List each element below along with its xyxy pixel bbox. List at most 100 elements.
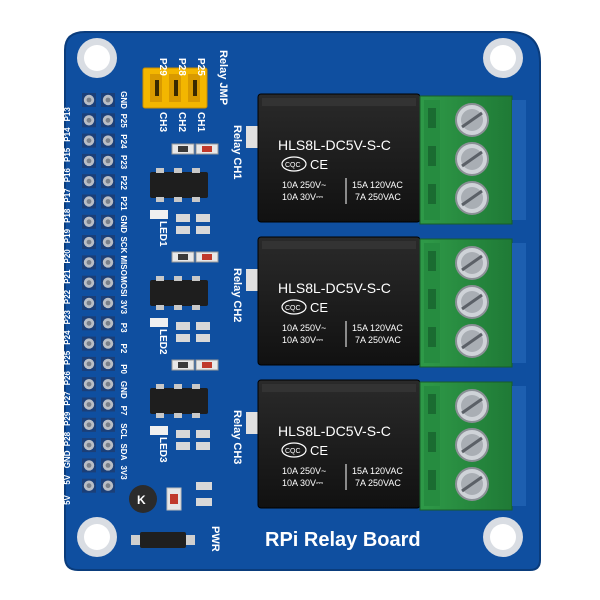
channel-label-ch1: Relay CH1 bbox=[231, 125, 243, 179]
gpio-label-inner: P0 bbox=[119, 364, 128, 374]
relay-ce-mark: CE bbox=[310, 443, 328, 458]
relay-spec: 10A 30V⎓ bbox=[282, 335, 323, 345]
gpio-header bbox=[82, 93, 115, 493]
relay-spec: 7A 250VAC bbox=[355, 335, 401, 345]
gpio-label-outer: 5V bbox=[63, 474, 72, 484]
relay-model: HLS8L-DC5V-S-C bbox=[278, 137, 391, 153]
relay-spec: 7A 250VAC bbox=[355, 192, 401, 202]
gpio-label-outer: P24 bbox=[63, 330, 72, 345]
svg-text:K: K bbox=[137, 493, 146, 507]
gpio-label-outer: P15 bbox=[63, 147, 72, 162]
relay-jmp-label: Relay JMP bbox=[217, 50, 229, 105]
gpio-label-inner: MISO bbox=[119, 255, 128, 275]
screw-terminal-block bbox=[419, 95, 526, 225]
relay-spec: 15A 120VAC bbox=[352, 466, 403, 476]
gpio-label-outer: P13 bbox=[63, 107, 72, 122]
channel-labels: Relay CH1 Relay CH2 Relay CH3 bbox=[231, 125, 243, 464]
relay-model: HLS8L-DC5V-S-C bbox=[278, 423, 391, 439]
gpio-label-inner: P22 bbox=[119, 176, 128, 191]
relay: HLS8L-DC5V-S-C CQC CE 10A 250V~ 10A 30V⎓ 15A … bbox=[246, 93, 421, 223]
relays: HLS8L-DC5V-S-C CQC CE 10A 250V~ 10A 30V⎓ 15A … bbox=[246, 93, 421, 509]
gpio-label-outer: P16 bbox=[63, 168, 72, 183]
gpio-label-inner: P2 bbox=[119, 344, 128, 354]
board-title: RPi Relay Board bbox=[265, 529, 421, 551]
gpio-label-outer: P22 bbox=[63, 289, 72, 304]
relay-spec: 10A 250V~ bbox=[282, 466, 326, 476]
gpio-labels: 5V5VGNDP28P29P27P26P25P24P23P22P21P20P19… bbox=[63, 91, 128, 505]
gpio-label-inner: SDA bbox=[119, 443, 128, 460]
driver-ic bbox=[150, 172, 208, 198]
gpio-label-outer: P25 bbox=[63, 350, 72, 365]
jumper-pin-label: P29 bbox=[157, 58, 168, 76]
relay-cert: CQC bbox=[285, 162, 301, 169]
gpio-label-outer: GND bbox=[63, 450, 72, 468]
pwr-label: PWR bbox=[209, 526, 221, 552]
gpio-label-inner: P7 bbox=[119, 406, 128, 416]
led-label: LED2 bbox=[157, 329, 168, 355]
jumper-channel-label: CH2 bbox=[176, 112, 187, 132]
relay: HLS8L-DC5V-S-C CQC CE 10A 250V~ 10A 30V⎓ 15A … bbox=[246, 236, 421, 366]
gpio-label-outer: P14 bbox=[63, 127, 72, 142]
power-led-area: K PWR bbox=[129, 482, 221, 552]
gpio-label-inner: MOSI bbox=[119, 276, 128, 296]
relay-spec: 7A 250VAC bbox=[355, 478, 401, 488]
gpio-label-outer: P26 bbox=[63, 371, 72, 386]
gpio-label-inner: SCL bbox=[119, 423, 128, 439]
gpio-label-outer: P17 bbox=[63, 188, 72, 203]
status-led bbox=[150, 318, 168, 327]
relay-cert: CQC bbox=[285, 305, 301, 312]
channel-label-ch2: Relay CH2 bbox=[231, 268, 243, 322]
led-label: LED1 bbox=[157, 221, 168, 247]
gpio-label-outer: P19 bbox=[63, 228, 72, 243]
relay-ce-mark: CE bbox=[310, 300, 328, 315]
relay-spec: 10A 30V⎓ bbox=[282, 192, 323, 202]
gpio-label-outer: P21 bbox=[63, 269, 72, 284]
driver-channel: LED2 bbox=[150, 251, 219, 355]
led-label: LED3 bbox=[157, 437, 168, 463]
relay-model: HLS8L-DC5V-S-C bbox=[278, 280, 391, 296]
driver-ic bbox=[150, 388, 208, 414]
gpio-label-inner: P25 bbox=[119, 114, 128, 129]
jumper-pin-label: P28 bbox=[176, 58, 187, 76]
relay-ce-mark: CE bbox=[310, 157, 328, 172]
driver-ic bbox=[150, 280, 208, 306]
gpio-label-inner: SCK bbox=[119, 236, 128, 253]
jumper-pin-label: P25 bbox=[195, 58, 206, 76]
status-led bbox=[150, 426, 168, 435]
channel-label-ch3: Relay CH3 bbox=[231, 410, 243, 464]
gpio-label-inner: 3V3 bbox=[119, 465, 128, 480]
gpio-label-outer: P20 bbox=[63, 249, 72, 264]
relay-cert: CQC bbox=[285, 448, 301, 455]
gpio-label-outer: 5V bbox=[63, 494, 72, 504]
screw-terminal-block bbox=[419, 381, 526, 511]
gpio-label-inner: GND bbox=[119, 381, 128, 399]
relay-spec: 15A 120VAC bbox=[352, 180, 403, 190]
gpio-label-outer: P23 bbox=[63, 310, 72, 325]
driver-channel: LED1 bbox=[150, 143, 219, 247]
relay-spec: 10A 30V⎓ bbox=[282, 478, 323, 488]
relay-spec: 10A 250V~ bbox=[282, 323, 326, 333]
driver-channel: LED3 bbox=[150, 359, 219, 463]
gpio-label-outer: P28 bbox=[63, 431, 72, 446]
screw-terminals bbox=[419, 95, 526, 511]
screw-terminal-block bbox=[419, 238, 526, 368]
gpio-label-inner: GND bbox=[119, 91, 128, 109]
gpio-label-inner: P3 bbox=[119, 323, 128, 333]
gpio-label-inner: P23 bbox=[119, 155, 128, 170]
jumper-channel-label: CH1 bbox=[195, 112, 206, 132]
jumper-pin-labels: P29 P28 P25 CH3 CH2 CH1 Relay JMP bbox=[157, 50, 229, 132]
relay-spec: 10A 250V~ bbox=[282, 180, 326, 190]
relay-jumper-block bbox=[142, 67, 208, 109]
relay: HLS8L-DC5V-S-C CQC CE 10A 250V~ 10A 30V⎓ 15A … bbox=[246, 379, 421, 509]
gpio-label-inner: P21 bbox=[119, 196, 128, 211]
gpio-label-outer: P29 bbox=[63, 411, 72, 426]
relay-spec: 15A 120VAC bbox=[352, 323, 403, 333]
gpio-label-inner: P24 bbox=[119, 134, 128, 149]
gpio-label-inner: GND bbox=[119, 215, 128, 233]
gpio-label-outer: P27 bbox=[63, 391, 72, 406]
status-led bbox=[150, 210, 168, 219]
mounting-holes bbox=[77, 38, 523, 557]
